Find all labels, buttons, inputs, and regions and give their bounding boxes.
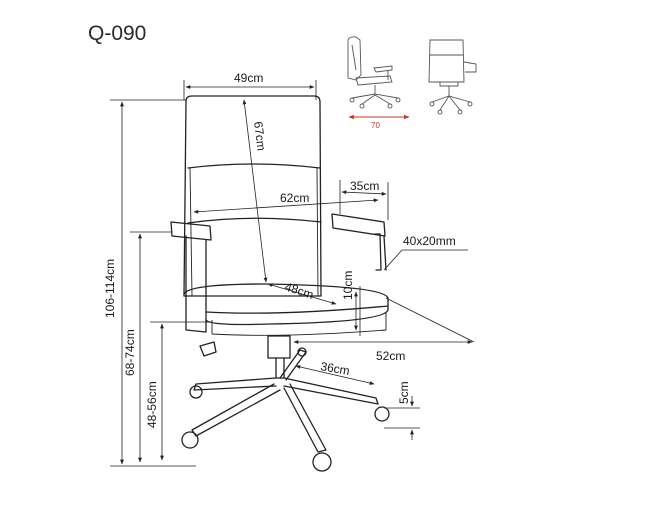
label-total-height: 106-114cm xyxy=(103,259,117,318)
label-seat-depth: 48cm xyxy=(283,280,315,302)
dimension-lines xyxy=(110,80,475,467)
label-total-width: 62cm xyxy=(280,191,309,205)
label-seat-cushion: 10cm xyxy=(341,271,355,300)
side-view-thumbnail: 70 xyxy=(347,36,410,130)
label-seat-height: 48-56cm xyxy=(145,381,159,428)
label-total-depth: 52cm xyxy=(376,349,405,363)
product-title: Q-090 xyxy=(88,22,146,45)
label-caster-height: 5cm xyxy=(397,381,411,404)
back-view-thumbnail xyxy=(428,39,477,115)
chair-drawing xyxy=(170,95,390,472)
label-armrest-depth: 35cm xyxy=(350,179,379,193)
label-armrest-profile: 40x20mm xyxy=(403,234,456,248)
label-backrest-width: 49cm xyxy=(234,71,263,85)
label-base-radius: 36cm xyxy=(319,359,350,378)
label-armrest-height: 68-74cm xyxy=(123,329,137,376)
thumbnail-depth-label: 70 xyxy=(371,121,380,130)
label-backrest-height: 67cm xyxy=(251,121,268,152)
